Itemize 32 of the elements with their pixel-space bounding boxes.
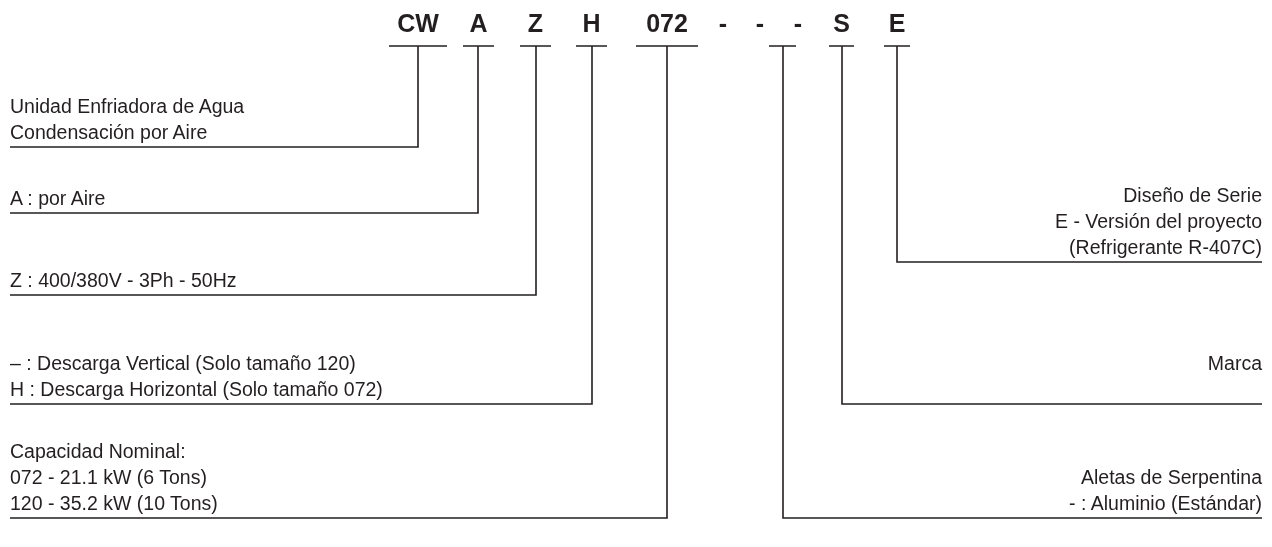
description-text: Capacidad Nominal: — [10, 439, 187, 464]
code-letter: - — [750, 8, 770, 46]
description-text: 072 - 21.1 kW (6 Tons) — [10, 465, 208, 490]
leader-line — [9, 45, 552, 296]
description-text: E - Versión del proyecto — [1054, 209, 1262, 234]
description-text: Aletas de Serpentina — [1079, 465, 1262, 490]
description-text: H : Descarga Horizontal (Solo tamaño 072) — [10, 377, 383, 402]
description-text: Z : 400/380V - 3Ph - 50Hz — [10, 267, 237, 295]
description-text: (Refrigerante R-407C) — [1068, 235, 1262, 260]
leader-line — [883, 45, 1263, 263]
code-letter: H — [576, 8, 607, 46]
code-letter: 072 — [636, 8, 698, 46]
description-text: Diseño de Serie — [1122, 183, 1262, 208]
description-text: - : Aluminio (Estándar) — [1069, 491, 1262, 516]
leader-line — [9, 45, 608, 405]
description-text: Marca — [1207, 350, 1262, 404]
leader-line — [828, 45, 1263, 405]
leader-line — [9, 45, 448, 148]
description-text: 120 - 35.2 kW (10 Tons) — [10, 491, 218, 516]
code-letter: A — [463, 8, 494, 46]
code-letter: Z — [520, 8, 551, 46]
leader-line — [9, 45, 495, 214]
code-letter: CW — [389, 8, 447, 46]
leader-line — [768, 45, 1263, 519]
description-text: A : por Aire — [10, 185, 106, 213]
description-text: Unidad Enfriadora de Agua Condensación por Aire — [10, 93, 330, 147]
code-letter: - — [713, 8, 733, 46]
code-letter: S — [829, 8, 854, 46]
leader-line — [9, 45, 699, 519]
description-text: – : Descarga Vertical (Solo tamaño 120) — [10, 351, 357, 376]
code-letter: E — [884, 8, 910, 46]
code-letter: - — [788, 8, 808, 46]
